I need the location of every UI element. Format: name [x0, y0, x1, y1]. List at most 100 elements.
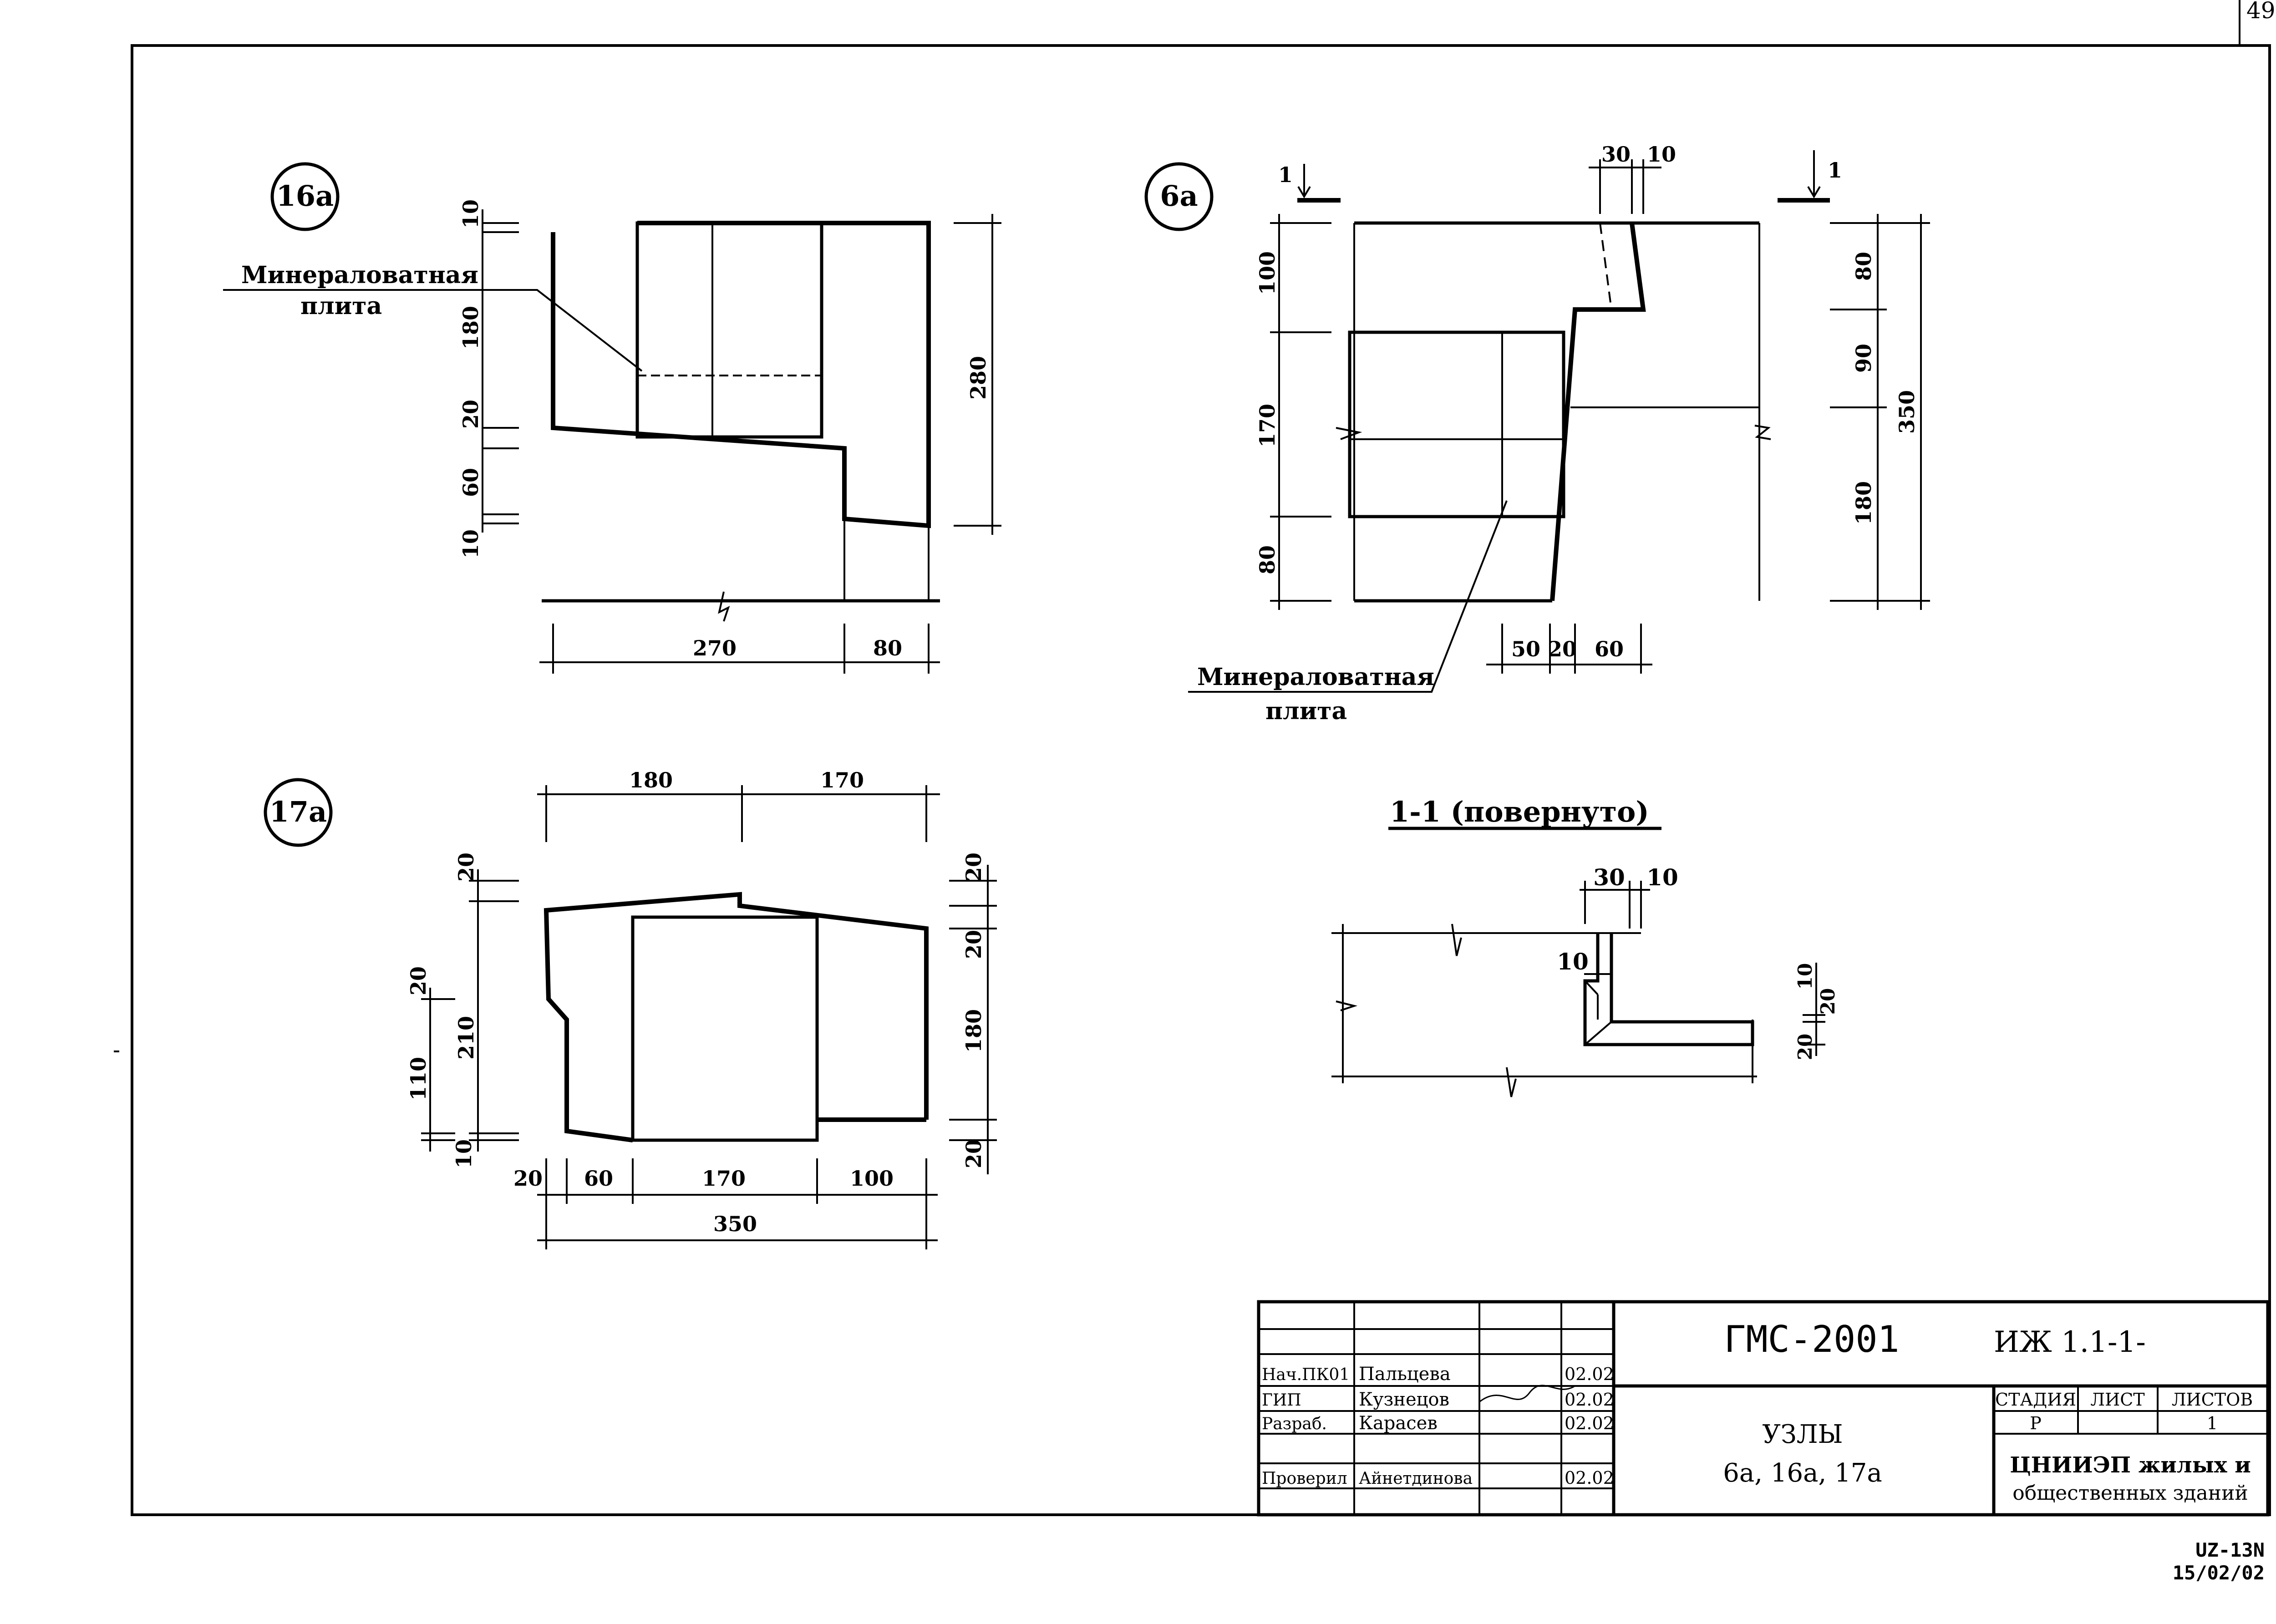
date-3: 02.02 — [1565, 1413, 1614, 1433]
detail-6a: 6а 1 1 Минераловатная плита — [1144, 142, 1930, 725]
detail-6a-dims-bottom: 50 20 60 — [1486, 624, 1652, 674]
dim-text: 180 — [1851, 481, 1876, 525]
role-3: Разраб. — [1262, 1415, 1327, 1433]
dim-text: 100 — [1255, 251, 1280, 295]
date-1: 02.02 — [1565, 1364, 1614, 1384]
dim-text: 170 — [1255, 404, 1280, 447]
dim-text: 10 — [1647, 142, 1676, 167]
sheets-header: ЛИСТОВ — [2172, 1390, 2253, 1410]
dim-text: 10 — [458, 529, 483, 558]
detail-17a-dims-right: 20 20 180 20 — [949, 853, 997, 1174]
detail-16a-dims-bottom: 270 80 — [539, 624, 940, 674]
detail-17a-dims-left-outer: 20 110 10 — [406, 966, 476, 1168]
sheets-value: 1 — [2207, 1413, 2218, 1433]
dim-text: 110 — [406, 1057, 431, 1101]
dim-text: 210 — [454, 1016, 478, 1060]
cut-mark-left: 1 — [1278, 162, 1341, 203]
dim-text: 180 — [458, 306, 483, 350]
detail-6a-hidden-line — [1599, 223, 1612, 310]
dim-text: 180 — [629, 768, 673, 792]
break-mark — [718, 591, 730, 622]
dim-text: 10 — [1557, 948, 1589, 975]
cut-mark-label: 1 — [1828, 158, 1842, 183]
stamp-line-2: 15/02/02 — [2173, 1562, 2265, 1584]
detail-6a-material-label-2: плита — [1265, 697, 1347, 725]
dim-text: 100 — [850, 1166, 894, 1191]
dim-text: 10 — [1646, 864, 1678, 891]
drawing-title-1: УЗЛЫ — [1762, 1420, 1843, 1449]
detail-6a-dims-top: 30 10 — [1589, 142, 1676, 214]
detail-16a-material-label-1: Минераловатная — [241, 261, 478, 289]
dim-text: 350 — [713, 1212, 757, 1236]
detail-16a-dim-right: 280 — [954, 214, 1001, 535]
title-block-frame — [1257, 1300, 2270, 1517]
section-1-1: 1-1 (повернуто) 30 10 10 — [1331, 795, 1839, 1097]
dim-text: 350 — [1895, 390, 1919, 434]
detail-6a-dims-right: 80 90 180 350 — [1830, 214, 1930, 610]
doc-code: ИЖ 1.1-1- — [1994, 1325, 2146, 1359]
date-2: 02.02 — [1565, 1390, 1614, 1410]
dim-text: 90 — [1851, 344, 1876, 373]
dim-text: 80 — [1255, 545, 1280, 574]
dim-text: 20 — [1794, 1034, 1816, 1060]
dim-text: 270 — [693, 636, 737, 660]
break-mark — [1336, 1000, 1358, 1011]
dim-text: 60 — [584, 1166, 613, 1191]
cut-arrow-head — [1297, 186, 1311, 198]
detail-16a-marker — [270, 162, 340, 231]
section-dim-left: 10 — [1557, 948, 1611, 975]
organization-2: общественных зданий — [2012, 1482, 2248, 1505]
section-profile-detail — [1584, 980, 1599, 995]
cut-mark-label: 1 — [1278, 162, 1293, 187]
detail-17a-insulation — [631, 915, 819, 1142]
detail-17a: 17а 180 170 20 110 10 — [264, 768, 997, 1249]
dim-text: 20 — [1548, 637, 1577, 661]
detail-17a-label: 17а — [269, 795, 327, 828]
dim-text: 20 — [1817, 988, 1839, 1015]
dim-text: 20 — [961, 853, 986, 882]
dim-text: 170 — [702, 1166, 746, 1191]
dim-text: 80 — [873, 636, 902, 660]
detail-17a-outline — [544, 892, 929, 1142]
signature-scribble — [1479, 1385, 1575, 1403]
detail-16a-dims-left: 10 180 20 60 10 — [458, 199, 519, 558]
dim-text: 60 — [1595, 637, 1624, 661]
drawing-title-2: 6а, 16а, 17а — [1723, 1458, 1882, 1488]
role-4: Проверил — [1262, 1469, 1347, 1488]
name-4: Айнетдинова — [1359, 1469, 1473, 1488]
detail-16a-material-label-2: плита — [300, 292, 382, 320]
detail-6a-marker — [1144, 162, 1214, 231]
section-profile-detail — [1584, 1021, 1612, 1045]
detail-6a-dims-left: 100 170 80 — [1255, 214, 1331, 610]
detail-17a-dims-left-inner: 20 210 — [454, 853, 519, 1152]
detail-17a-marker — [264, 778, 333, 847]
section-title: 1-1 (повернуто) — [1390, 795, 1649, 828]
dim-text: 10 — [452, 1139, 476, 1168]
detail-6a-label: 6а — [1160, 179, 1198, 213]
organization-1: ЦНИИЭП жилых и — [2010, 1452, 2251, 1478]
dim-text: 180 — [961, 1009, 986, 1053]
section-dims-right: 10 20 20 — [1794, 963, 1839, 1060]
dim-text: 20 — [406, 966, 431, 995]
dim-text: 50 — [1511, 637, 1540, 661]
dim-text: 30 — [1593, 864, 1625, 891]
stage-value: Р — [2030, 1413, 2042, 1433]
detail-16a: 16а Минераловатная плита 10 180 20 60 1 — [223, 162, 1001, 674]
detail-16a-label: 16а — [276, 179, 334, 213]
name-3: Карасев — [1359, 1413, 1438, 1434]
detail-16a-leader — [223, 289, 643, 372]
detail-6a-material-label-1: Минераловатная — [1197, 663, 1434, 691]
name-1: Пальцева — [1359, 1364, 1451, 1385]
page-number: 49 — [2246, 0, 2276, 24]
cut-arrow-head — [1807, 186, 1821, 198]
dim-text: 10 — [1794, 963, 1816, 990]
stamp-line-1: UZ-13N — [2195, 1539, 2265, 1561]
section-dims-top: 30 10 — [1580, 864, 1678, 929]
sheet-header: ЛИСТ — [2090, 1390, 2144, 1410]
project-code: ГМС-2001 — [1724, 1318, 1899, 1360]
cut-mark-right: 1 — [1778, 150, 1842, 203]
dim-text: 80 — [1851, 252, 1876, 281]
detail-6a-leader — [1188, 500, 1508, 693]
break-mark — [1451, 924, 1462, 956]
